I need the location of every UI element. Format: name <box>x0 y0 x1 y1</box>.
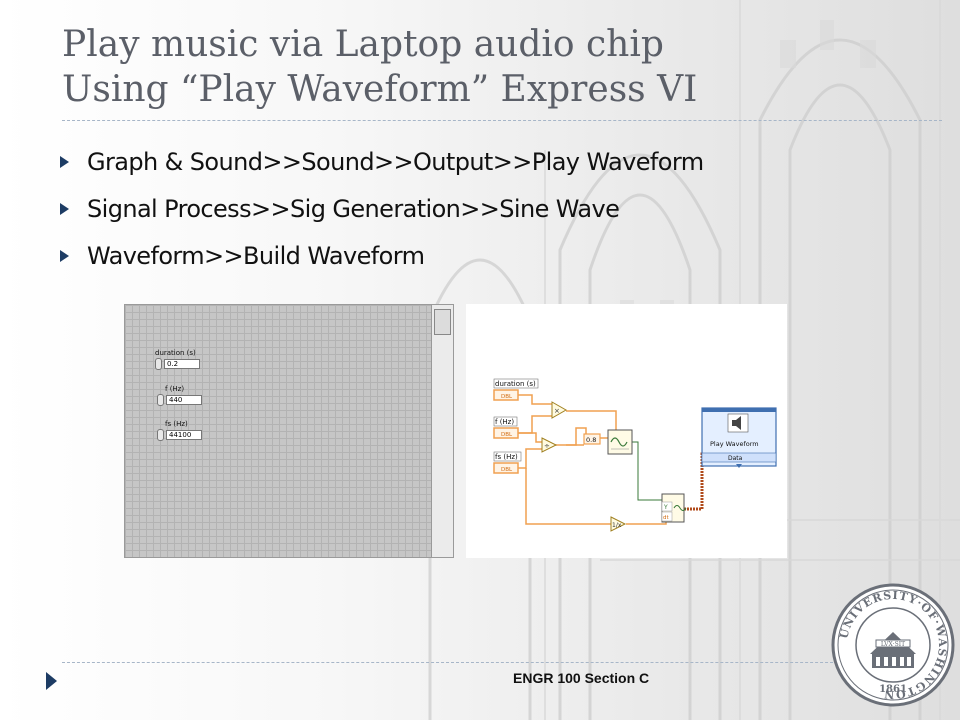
duration-terminal: duration (s) DBL <box>493 378 539 401</box>
sine-wave-icon <box>610 437 628 447</box>
sine-wave-vi <box>607 429 633 455</box>
bullet-text: Waveform>>Build Waveform <box>87 241 425 270</box>
increment-arrows-icon[interactable] <box>155 358 162 370</box>
scrollbar-thumb[interactable] <box>434 309 451 335</box>
title-line-2: Using “Play Waveform” Express VI <box>62 69 698 110</box>
front-panel-scrollbar[interactable] <box>431 305 453 557</box>
waveform-icon <box>673 505 687 511</box>
bullet-list: Graph & Sound>>Sound>>Output>>Play Wavef… <box>60 138 704 279</box>
multiply-node: × <box>551 401 568 419</box>
university-seal-logo: UNIVERSITY·OF·WASHINGTON LVX·SIT 1861 <box>830 582 956 708</box>
numeric-input[interactable]: 44100 <box>166 430 202 440</box>
sample-rate-control: fs (Hz) 44100 <box>157 420 202 441</box>
footer-divider <box>62 662 848 663</box>
block-diagram-screenshot: duration (s) DBL f (Hz) DBL fs (Hz) DBL … <box>466 304 787 558</box>
bullet-item: Signal Process>>Sig Generation>>Sine Wav… <box>60 185 703 232</box>
build-waveform-node: Y dt <box>661 493 687 523</box>
title-divider <box>62 120 942 121</box>
play-waveform-express-vi[interactable]: Play Waveform Data <box>701 407 777 468</box>
footer-chevron-icon <box>46 672 57 690</box>
bullet-item: Waveform>>Build Waveform <box>60 232 703 279</box>
footer-text: ENGR 100 Section C <box>513 670 650 686</box>
seal-motto: LVX·SIT <box>881 641 905 648</box>
terminal-label: f (Hz) <box>495 418 514 426</box>
numeric-input[interactable]: 0.2 <box>164 359 200 369</box>
increment-arrows-icon[interactable] <box>157 394 164 406</box>
express-vi-title: Play Waveform <box>710 440 759 448</box>
terminal-type: DBL <box>501 432 513 438</box>
divide-node: ÷ <box>541 437 558 453</box>
build-input-dt: dt <box>663 515 669 521</box>
numeric-input[interactable]: 440 <box>166 395 202 405</box>
terminal-type: DBL <box>501 394 513 400</box>
amplitude-constant: 0.8 <box>583 433 601 445</box>
terminal-type: DBL <box>501 467 513 473</box>
build-input-y: Y <box>663 504 668 511</box>
triangle-bullet-icon <box>60 249 69 262</box>
slide-title: Play music via Laptop audio chip Using “… <box>62 22 942 112</box>
bullet-text: Signal Process>>Sig Generation>>Sine Wav… <box>87 194 620 223</box>
reciprocal-node: 1/x <box>610 516 627 532</box>
svg-text:÷: ÷ <box>544 442 550 450</box>
triangle-bullet-icon <box>60 155 69 168</box>
speaker-icon <box>732 416 741 430</box>
triangle-bullet-icon <box>60 202 69 215</box>
svg-text:×: × <box>554 407 560 415</box>
increment-arrows-icon[interactable] <box>157 429 164 441</box>
seal-year: 1861 <box>879 684 907 695</box>
frequency-control: f (Hz) 440 <box>157 385 202 406</box>
bullet-text: Graph & Sound>>Sound>>Output>>Play Wavef… <box>87 147 704 176</box>
control-label: fs (Hz) <box>165 420 188 428</box>
terminal-label: fs (Hz) <box>495 453 518 461</box>
duration-control: duration (s) 0.2 <box>155 349 200 370</box>
sample-rate-terminal: fs (Hz) DBL <box>493 451 522 474</box>
terminal-label: duration (s) <box>495 380 536 388</box>
expand-arrow-icon <box>736 464 742 468</box>
bullet-item: Graph & Sound>>Sound>>Output>>Play Wavef… <box>60 138 704 185</box>
frequency-terminal: f (Hz) DBL <box>493 416 519 439</box>
front-panel-screenshot: duration (s) 0.2 f (Hz) 440 fs (Hz) 4410… <box>124 304 454 558</box>
constant-value: 0.8 <box>586 436 596 444</box>
express-vi-input: Data <box>728 455 743 462</box>
control-label: f (Hz) <box>165 385 185 393</box>
control-label: duration (s) <box>155 349 196 357</box>
svg-text:1/x: 1/x <box>612 522 622 529</box>
title-line-1: Play music via Laptop audio chip <box>62 24 664 65</box>
